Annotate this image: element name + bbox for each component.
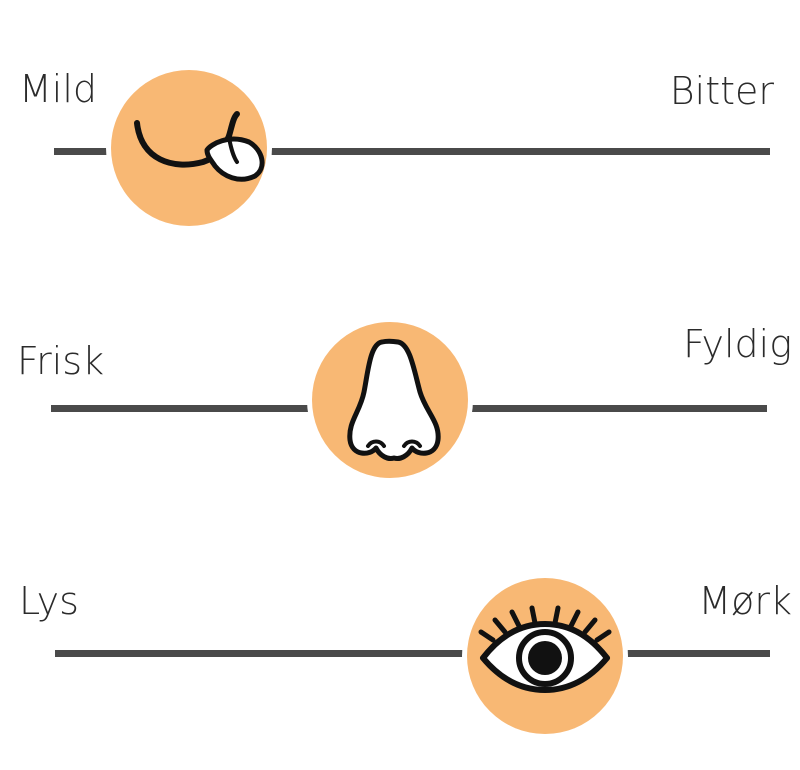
slider-knob[interactable] bbox=[312, 322, 468, 478]
slider-knob[interactable] bbox=[111, 70, 267, 226]
scale-left-label: Mild bbox=[19, 67, 98, 111]
tongue-out-mouth-icon bbox=[134, 111, 265, 182]
scale-right-label: Bitter bbox=[669, 69, 774, 113]
slider-track[interactable] bbox=[54, 148, 770, 155]
slider-track[interactable] bbox=[55, 650, 770, 657]
slider-knob[interactable] bbox=[467, 578, 623, 734]
scale-left-label: Frisk bbox=[17, 339, 105, 383]
scale-right-label: Fyldig bbox=[683, 322, 792, 366]
scale-right-label: Mørk bbox=[698, 579, 792, 623]
eye-icon bbox=[478, 605, 612, 693]
scale-left-label: Lys bbox=[19, 579, 79, 623]
nose-icon bbox=[347, 338, 441, 461]
